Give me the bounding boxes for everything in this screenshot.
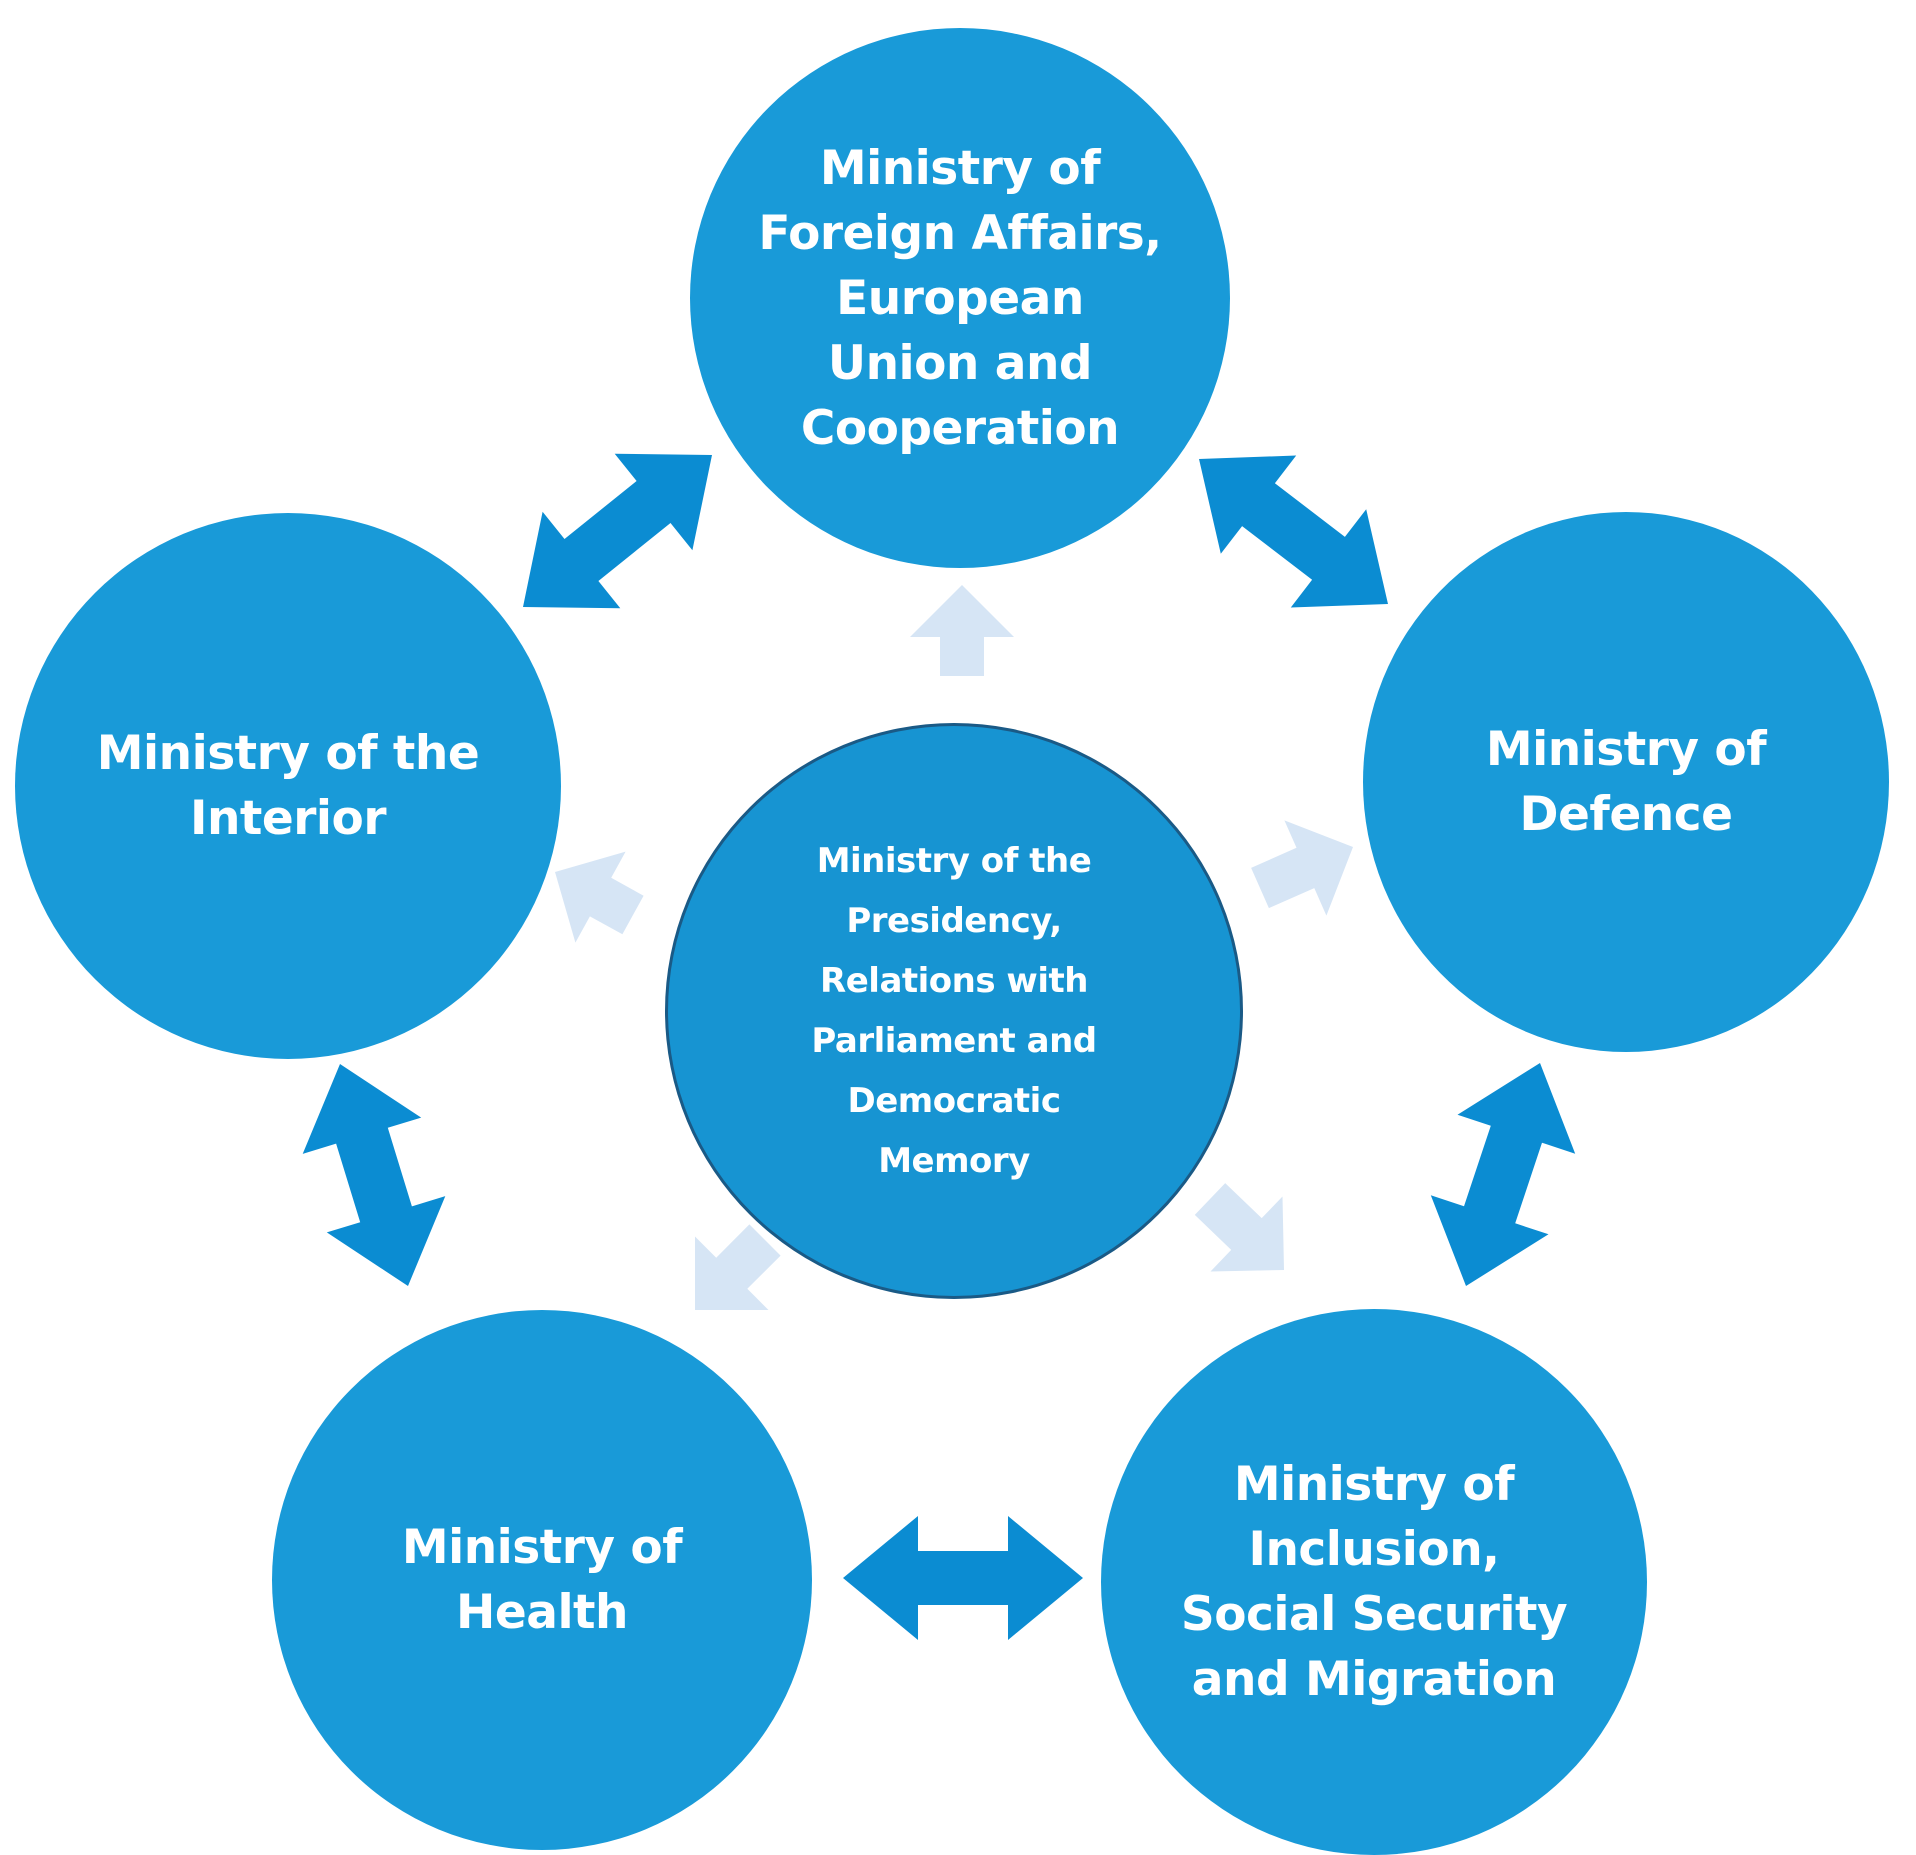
center-arrow-to-interior [555, 851, 644, 943]
node-presidency-center: Ministry of the Presidency, Relations wi… [665, 723, 1243, 1299]
node-defence-label: Ministry of Defence [1485, 722, 1767, 842]
node-health: Ministry of Health [272, 1310, 812, 1850]
bidirectional-arrows-group [302, 453, 1576, 1640]
node-presidency-center-label: Ministry of the Presidency, Relations wi… [811, 841, 1097, 1181]
node-foreign-affairs-label: Ministry of Foreign Affairs, European Un… [758, 140, 1162, 456]
arrow-defence-inclusion [1430, 1063, 1576, 1286]
node-interior-label: Ministry of the Interior [96, 726, 480, 846]
arrow-foreign-interior [523, 453, 712, 609]
center-arrow-to-inclusion [1194, 1183, 1284, 1272]
arrow-health-inclusion [843, 1516, 1083, 1640]
node-inclusion: Ministry of Inclusion, Social Security a… [1101, 1309, 1647, 1855]
center-arrow-to-health [695, 1224, 781, 1310]
arrow-interior-health [302, 1064, 446, 1286]
node-foreign-affairs: Ministry of Foreign Affairs, European Un… [690, 28, 1230, 568]
node-health-label: Ministry of Health [401, 1520, 683, 1640]
center-arrow-to-foreign [910, 585, 1014, 676]
center-arrow-to-defence [1251, 820, 1353, 916]
node-defence: Ministry of Defence [1363, 512, 1889, 1052]
center-arrows-group [555, 585, 1353, 1310]
node-inclusion-label: Ministry of Inclusion, Social Security a… [1180, 1457, 1568, 1707]
arrow-foreign-defence [1199, 455, 1388, 608]
node-interior: Ministry of the Interior [15, 513, 561, 1059]
